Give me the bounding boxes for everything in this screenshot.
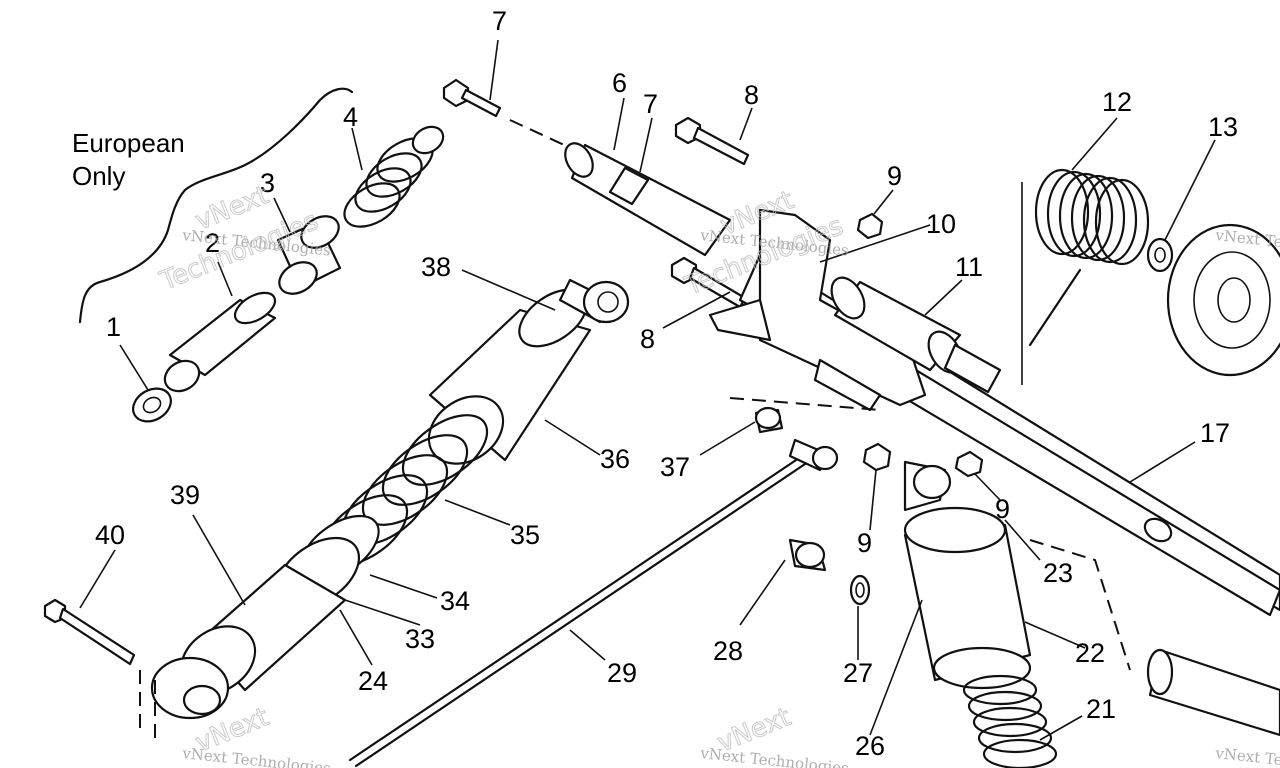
part-21-rear-spring (962, 674, 1058, 768)
callout-13: 13 (1208, 112, 1238, 142)
callout-1: 1 (106, 312, 121, 342)
part-4-spring (343, 125, 445, 228)
part-37-bushing (754, 406, 784, 434)
callout-26: 26 (855, 731, 885, 761)
callout-4: 4 (343, 102, 358, 132)
callout-9-right: 9 (995, 494, 1010, 524)
callout-39: 39 (170, 480, 200, 510)
part-8-bolt-upper (674, 116, 750, 166)
part-39-shock-lower (150, 563, 347, 720)
part-3-collar (276, 215, 342, 295)
note-line-2: Only (72, 161, 125, 191)
part-2-rod-end (163, 291, 277, 393)
callout-17: 17 (1200, 418, 1230, 448)
european-only-bracket (78, 87, 354, 324)
part-23-shock-eye (903, 460, 952, 512)
lower-right-tube (1146, 648, 1280, 737)
part-29-rod (348, 438, 839, 768)
idler-wheel (1166, 223, 1280, 377)
callout-28: 28 (713, 636, 743, 666)
callout-35: 35 (510, 520, 540, 550)
callout-34: 34 (440, 586, 470, 616)
part-9-nut-mid (862, 442, 892, 472)
part-17-rail-arm (708, 208, 1280, 617)
part-22-rear-shock (903, 506, 1032, 690)
note-line-1: European (72, 128, 185, 158)
part-12-torsion-spring (1021, 168, 1150, 385)
part-6-shaft (564, 142, 732, 257)
callout-10: 10 (926, 209, 956, 239)
callout-24: 24 (358, 666, 388, 696)
part-36-shock-body (427, 288, 592, 465)
watermark-6: vNext Technologies (1214, 744, 1280, 768)
callout-23: 23 (1043, 558, 1073, 588)
callout-9-top: 9 (887, 161, 902, 191)
callout-9-mid: 9 (857, 528, 872, 558)
leader-lines (79, 39, 1216, 741)
callout-8-top: 8 (744, 80, 759, 110)
callout-7: 7 (643, 89, 658, 119)
callout-38: 38 (421, 252, 451, 282)
callout-6: 6 (612, 68, 627, 98)
callout-29: 29 (607, 658, 637, 688)
callout-22: 22 (1075, 638, 1105, 668)
part-5-bolt (442, 78, 576, 151)
callout-5: 7 (492, 6, 507, 36)
callout-40: 40 (95, 520, 125, 550)
part-9-nut-top (856, 212, 884, 240)
part-28-bushing (788, 538, 827, 572)
callout-36: 36 (600, 444, 630, 474)
callout-2: 2 (205, 228, 220, 258)
part-11-roller (830, 276, 1002, 394)
callout-12: 12 (1102, 87, 1132, 117)
callout-21: 21 (1086, 694, 1116, 724)
part-38-shock-mount (558, 278, 630, 324)
callout-37: 37 (660, 452, 690, 482)
callout-labels: 7 1 2 3 4 6 7 8 8 9 10 11 12 13 17 9 9 2… (95, 6, 1238, 761)
part-40-bolt (43, 598, 141, 730)
callout-27: 27 (843, 658, 873, 688)
part-13-washer (1146, 237, 1174, 273)
callout-8-mid: 8 (640, 324, 655, 354)
callout-33: 33 (405, 624, 435, 654)
callout-3: 3 (260, 168, 275, 198)
callout-11: 11 (955, 252, 983, 282)
part-1-nut (132, 387, 172, 423)
part-27-washer (849, 574, 871, 606)
part-9-nut-right (954, 450, 984, 478)
dashed-guides (154, 397, 1131, 740)
